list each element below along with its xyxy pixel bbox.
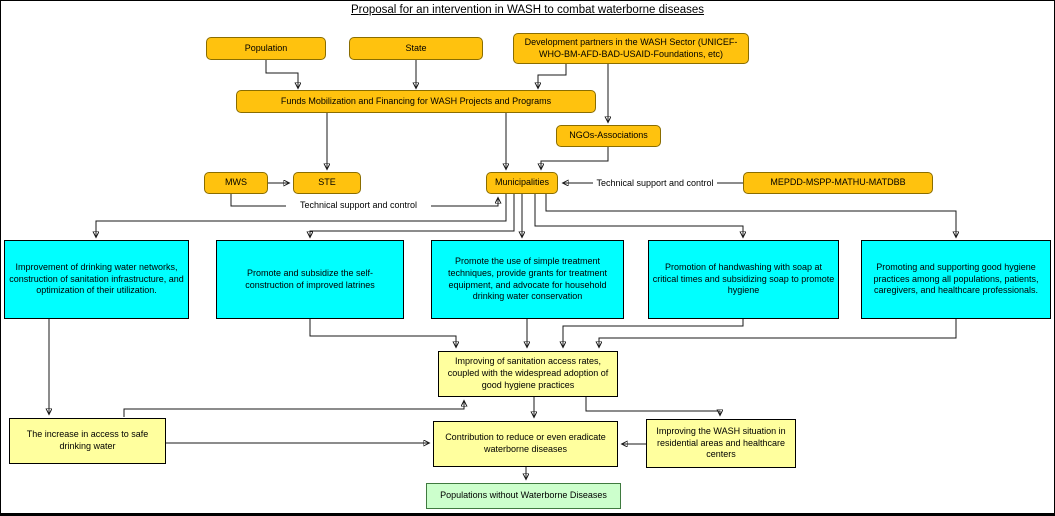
node-population: Population [206,37,326,60]
node-population-label: Population [244,42,288,53]
node-mepdd-mspp: MEPDD-MSPP-MATHU-MATDBB [743,172,933,194]
node-state: State [349,37,483,60]
node-promote-latrines: Promote and subsidize the self-construct… [216,240,404,319]
node-increase-access-water: The increase in access to safe drinking … [9,418,166,464]
node-wash-situation-label: Improving the WASH situation in resident… [656,425,786,460]
node-wash-situation: Improving the WASH situation in resident… [646,419,796,468]
node-improving-sanitation-rates: Improving of sanitation access rates, co… [438,351,618,397]
node-improve-water-networks-label: Improvement of drinking water networks, … [9,261,184,296]
node-ste: STE [293,172,361,194]
node-mws-label: MWS [225,177,247,188]
node-improving-sanitation-rates-label: Improving of sanitation access rates, co… [447,356,609,390]
node-municipalities-label: Municipalities [494,177,550,188]
node-mws: MWS [204,172,268,194]
node-development-partners-label: Development partners in the WASH Sector … [524,36,738,59]
node-ngos-associations: NGOs-Associations [556,125,661,147]
node-development-partners: Development partners in the WASH Sector … [513,33,749,64]
node-populations-without-diseases-label: Populations without Waterborne Diseases [440,490,607,501]
node-promote-hygiene-practices: Promoting and supporting good hygiene pr… [861,240,1051,319]
node-promote-handwashing-label: Promotion of handwashing with soap at cr… [652,261,835,296]
node-populations-without-diseases: Populations without Waterborne Diseases [426,483,621,509]
node-promote-handwashing: Promotion of handwashing with soap at cr… [648,240,839,319]
node-contribution-reduce-diseases: Contribution to reduce or even eradicate… [433,421,618,467]
node-promote-treatment: Promote the use of simple treatment tech… [431,240,624,319]
node-increase-access-water-label: The increase in access to safe drinking … [26,429,149,451]
node-improve-water-networks: Improvement of drinking water networks, … [4,240,189,319]
node-ste-label: STE [318,177,336,188]
node-state-label: State [405,42,427,53]
diagram-title: Proposal for an intervention in WASH to … [350,4,705,16]
edge-label-technical-support-right: Technical support and control [593,177,717,189]
node-ngos-associations-label: NGOs-Associations [569,130,648,141]
node-promote-hygiene-practices-label: Promoting and supporting good hygiene pr… [873,261,1039,296]
node-mepdd-mspp-label: MEPDD-MSPP-MATHU-MATDBB [770,177,906,188]
node-municipalities: Municipalities [486,172,558,194]
node-funds-mobilization-label: Funds Mobilization and Financing for WAS… [280,95,552,106]
node-promote-treatment-label: Promote the use of simple treatment tech… [447,256,608,302]
node-contribution-reduce-diseases-label: Contribution to reduce or even eradicate… [445,432,606,454]
node-funds-mobilization: Funds Mobilization and Financing for WAS… [236,90,596,113]
node-promote-latrines-label: Promote and subsidize the self-construct… [245,267,375,290]
edge-label-technical-support-left: Technical support and control [286,199,431,211]
